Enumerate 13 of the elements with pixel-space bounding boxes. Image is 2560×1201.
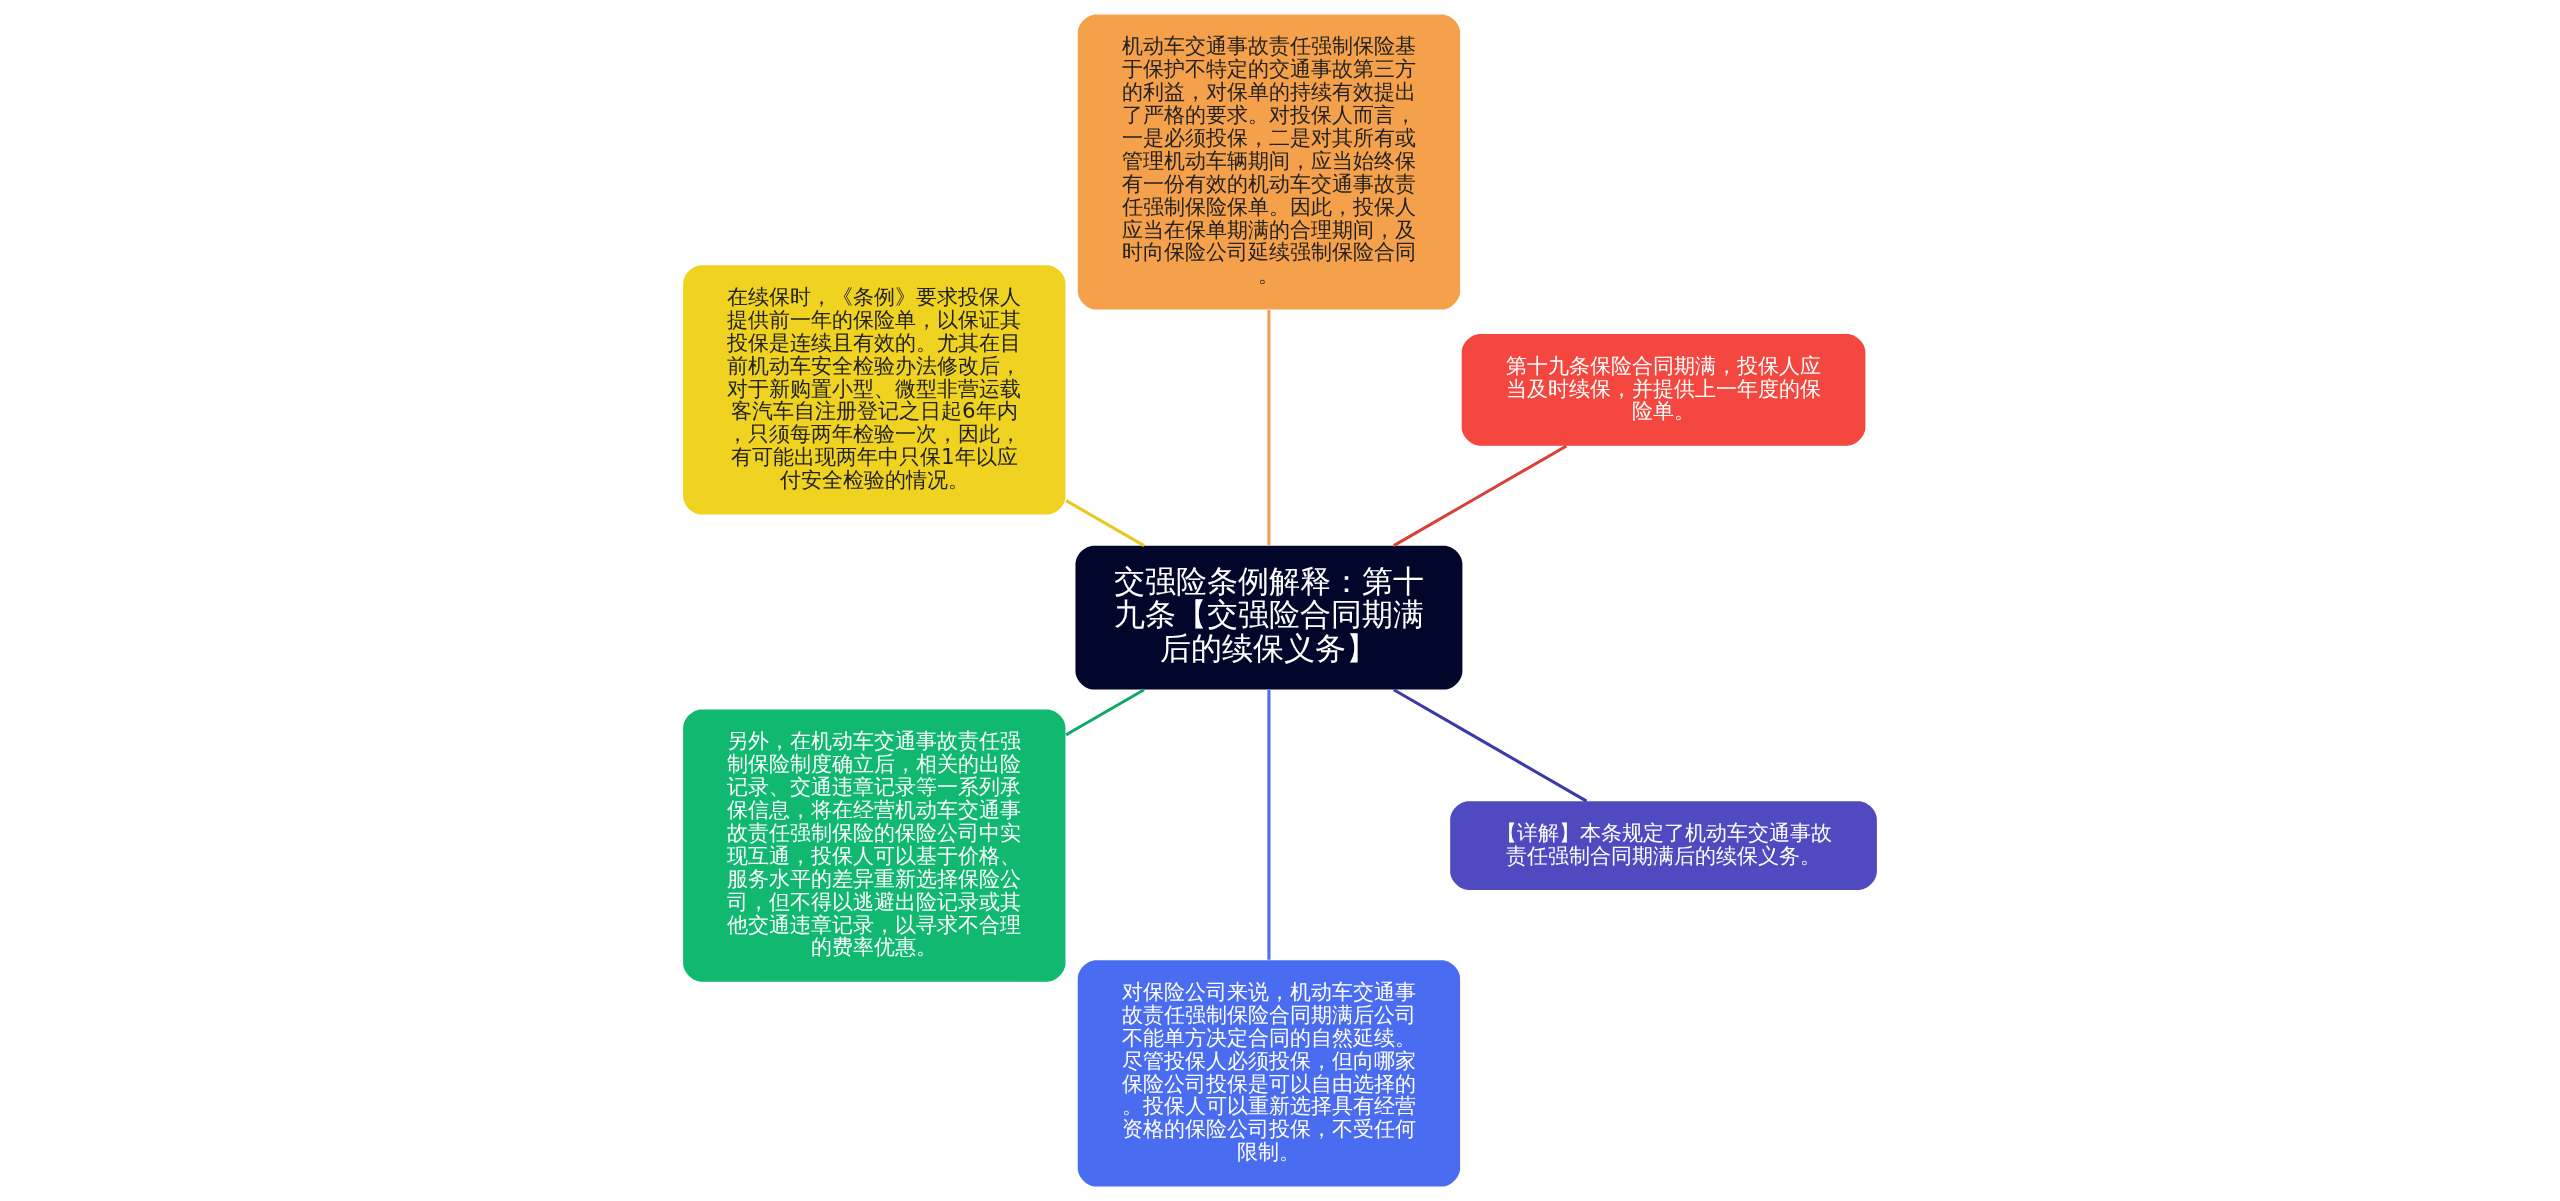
- connector: [1065, 688, 1145, 737]
- connector: [1393, 444, 1568, 547]
- connector: [1267, 309, 1271, 546]
- connector: [1393, 688, 1588, 803]
- connector: [1065, 499, 1145, 547]
- connector: [1267, 689, 1271, 960]
- node-box: 在续保时，《条例》要求投保人提供前一年的保险单，以保证其投保是连续且有效的。尤其在目前机动车安全检验办法修改后，对于新购置小型、微型非营运载客汽车自注册登记之日起6年内，只须每两年检验一次，因此，有可能出现两年中只保1年以应付安全检验的情况。: [683, 265, 1066, 515]
- node-box: 对保险公司来说，机动车交通事故责任强制保险合同期满后公司不能单方决定合同的自然延续。尽管投保人必须投保，但向哪家保险公司投保是可以自由选择的。投保人可以重新选择具有经营资格的保险公司投保，不受任何限制。: [1077, 960, 1461, 1187]
- node-box: 第十九条保险合同期满，投保人应当及时续保，并提供上一年度的保险单。: [1461, 334, 1866, 446]
- node-box: 交强险条例解释：第十九条【交强险合同期满后的续保义务】: [1075, 545, 1463, 690]
- node-box: 机动车交通事故责任强制保险基于保护不特定的交通事故第三方的利益，对保单的持续有效提出了严格的要求。对投保人而言，一是必须投保，二是对其所有或管理机动车辆期间，应当始终保有一份有效的机动车交通事故责任强制保险保单。因此，投保人应当在保单期满的合理期间，及时向保险公司延续强制保险合同。: [1077, 14, 1461, 310]
- node-box: 另外，在机动车交通事故责任强制保险制度确立后，相关的出险记录、交通违章记录等一系列承保信息，将在经营机动车交通事故责任强制保险的保险公司中实现互通，投保人可以基于价格、服务水平的差异重新选择保险公司，但不得以逃避出险记录或其他交通违章记录，以寻求不合理的费率优惠。: [683, 709, 1066, 982]
- node-box: 【详解】本条规定了机动车交通事故责任强制合同期满后的续保义务。: [1450, 801, 1877, 890]
